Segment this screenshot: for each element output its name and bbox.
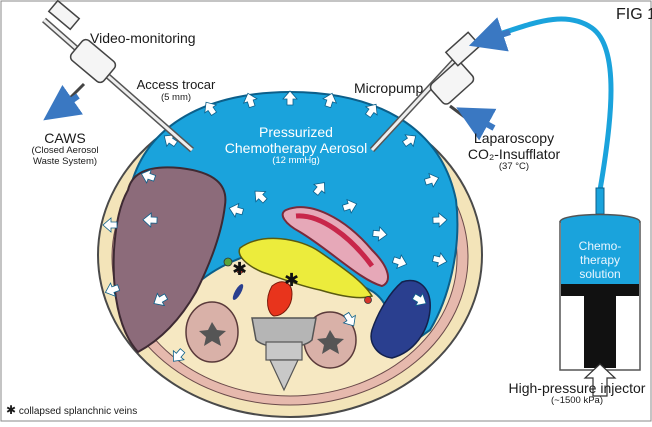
legend: ✱ collapsed splanchnic veins — [6, 404, 137, 418]
co2-inflow-arrow — [472, 116, 494, 128]
access-trocar-title: Access trocar — [128, 78, 224, 93]
caws-outflow-arrow — [58, 96, 78, 110]
syringe-plunger-rod — [584, 296, 616, 368]
access-trocar — [44, 1, 192, 150]
access-trocar-label: Access trocar (5 mm) — [128, 78, 224, 104]
insufflator-line-2: CO₂-Insufflator — [454, 146, 574, 162]
injector-label: High-pressure injector (~1500 kPa) — [502, 380, 652, 407]
syringe-line-2: therapy — [562, 254, 638, 268]
syringe-nozzle — [596, 188, 604, 214]
video-monitoring-label: Video-monitoring — [90, 30, 196, 46]
insufflator-line-1: Laparoscopy — [454, 130, 574, 146]
insufflator-temp: (37 °C) — [454, 162, 574, 173]
aerosol-line-2: Chemotherapy Aerosol — [206, 140, 386, 156]
insufflator-label: Laparoscopy CO₂-Insufflator (37 °C) — [454, 130, 574, 173]
figure-id: FIG 1 — [616, 6, 652, 24]
caws-label: CAWS (Closed Aerosol Waste System) — [10, 130, 120, 168]
vessel-red-2 — [365, 297, 372, 304]
injector-title: High-pressure injector — [502, 380, 652, 396]
legend-text: collapsed splanchnic veins — [19, 406, 137, 417]
micropump-valve — [428, 60, 475, 106]
syringe-line-3: solution — [562, 268, 638, 282]
legend-asterisk-icon: ✱ — [6, 403, 16, 417]
syringe-top — [560, 215, 640, 223]
syringe-plunger-seal — [561, 284, 639, 296]
aerosol-line-1: Pressurized — [206, 124, 386, 140]
aerosol-label: Pressurized Chemotherapy Aerosol (12 mmH… — [206, 124, 386, 167]
chemo-flow-arrow — [486, 32, 510, 40]
syringe-line-1: Chemo- — [562, 240, 638, 254]
insufflation-port — [450, 106, 466, 118]
caws-title: CAWS — [10, 130, 120, 146]
vessel-green — [224, 258, 232, 266]
injector-pressure: (~1500 kPa) — [502, 396, 652, 407]
collapsed-vein-marker-2: ✱ — [284, 270, 299, 291]
vertebral-arch — [266, 342, 302, 360]
micropump-label: Micropump — [354, 80, 423, 96]
collapsed-vein-marker-1: ✱ — [232, 259, 247, 280]
high-pressure-injector — [560, 188, 640, 396]
aerosol-pressure: (12 mmHg) — [206, 156, 386, 167]
caws-line-2: Waste System) — [10, 157, 120, 168]
syringe-label: Chemo- therapy solution — [562, 240, 638, 281]
access-trocar-size: (5 mm) — [128, 93, 224, 104]
